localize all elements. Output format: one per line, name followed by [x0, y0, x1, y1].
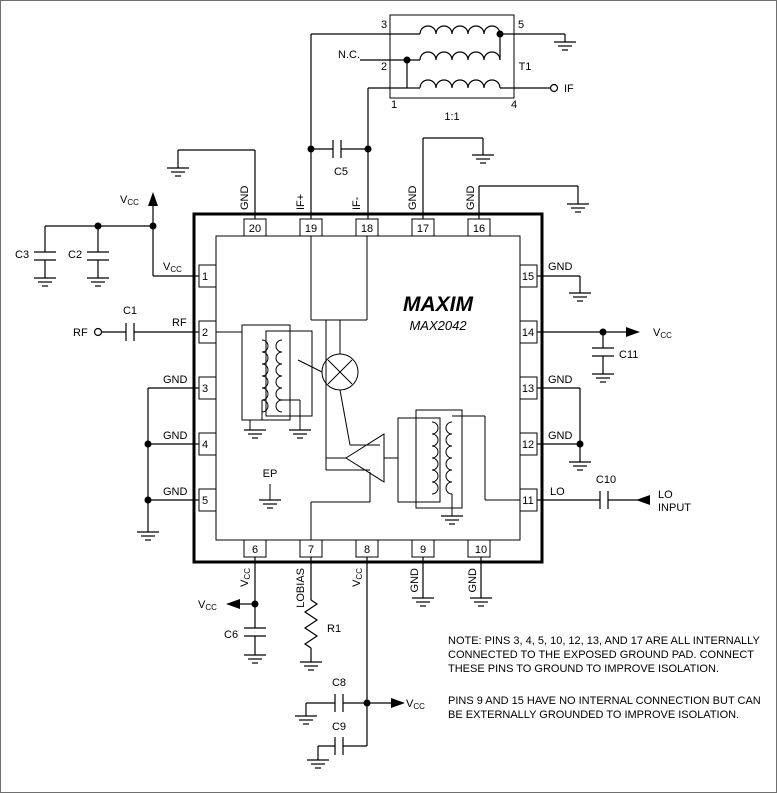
pin-5-label: GND [163, 486, 188, 498]
pin-11-number: 11 [522, 495, 533, 507]
t1-pin2: 2 [381, 61, 387, 73]
rf-input-label: RF [73, 327, 88, 339]
pin-3-number: 3 [202, 383, 208, 395]
pin-12-label: GND [548, 430, 573, 442]
pin-7-number: 7 [308, 544, 314, 556]
c8-label: C8 [332, 677, 346, 689]
pin-15-label: GND [548, 261, 573, 273]
pin-19-number: 19 [305, 223, 317, 235]
t1-pin3: 3 [381, 19, 387, 31]
pin-1-number: 1 [202, 271, 208, 283]
t1-ratio: 1:1 [444, 111, 459, 123]
c11-label: C11 [619, 349, 638, 361]
pin-1-label: VCC [163, 261, 182, 274]
pin-6-label: VCC [239, 568, 252, 587]
ic-package [192, 212, 544, 564]
pin-16-label: GND [465, 186, 477, 211]
lo-input-label-2: INPUT [658, 502, 691, 514]
pin-17-number: 17 [417, 223, 429, 235]
c1-label: C1 [123, 305, 137, 317]
pin-13-number: 13 [522, 383, 534, 395]
pin-8-number: 8 [364, 544, 370, 556]
t1-pin1: 1 [391, 99, 397, 111]
right-wiring [537, 275, 650, 509]
ep-label: EP [263, 468, 278, 480]
vcc-right: VCC [653, 327, 672, 340]
pin-12-number: 12 [522, 439, 534, 451]
pin-9-label: GND [409, 568, 421, 593]
ic-die [215, 235, 521, 541]
pin-18-label: IF- [351, 196, 363, 210]
pin-13-label: GND [548, 374, 573, 386]
part-number: MAX2042 [409, 318, 467, 333]
lo-input-label-1: LO [658, 489, 673, 501]
r1-label: R1 [327, 623, 341, 635]
left-vcc-wiring [33, 192, 199, 287]
pin-6-number: 6 [252, 544, 258, 556]
if-wiring [307, 34, 372, 219]
vcc-bottom-right: VCC [406, 698, 425, 711]
pin-15-number: 15 [522, 271, 534, 283]
t1-pin4: 4 [511, 99, 517, 111]
c6-label: C6 [224, 629, 238, 641]
pin-20-label: GND [239, 186, 251, 211]
top-pin-wiring [166, 137, 590, 219]
if-output-label: IF [564, 83, 574, 95]
pin-2-label: RF [172, 317, 187, 329]
pin-11-label: LO [550, 486, 565, 498]
transformer-t1 [311, 14, 577, 99]
c2-label: C2 [68, 249, 82, 261]
pin-5-number: 5 [202, 495, 208, 507]
pin-10-number: 10 [475, 544, 487, 556]
c9-label: C9 [332, 721, 346, 733]
pin-20-number: 20 [249, 223, 261, 235]
c3-label: C3 [15, 249, 29, 261]
maxim-logo: MAXIM [403, 293, 474, 316]
pin-7-label: LOBIAS [295, 568, 307, 608]
pin-4-label: GND [163, 430, 188, 442]
pin-17-label: GND [407, 186, 419, 211]
c10-label: C10 [596, 474, 616, 486]
pin-2-number: 2 [202, 327, 208, 339]
vcc-bottom-left: VCC [198, 599, 217, 612]
pin-10-label: GND [467, 568, 479, 593]
pin-3-label: GND [163, 374, 188, 386]
c5-label: C5 [334, 166, 348, 178]
bottom-wiring [226, 557, 493, 769]
vcc-top-left: VCC [120, 194, 139, 207]
pin-14-number: 14 [522, 327, 534, 339]
rf-input-wiring [93, 323, 199, 341]
pin-18-number: 18 [361, 223, 373, 235]
left-gnd-wiring [136, 387, 199, 541]
t1-nc: N.C. [338, 49, 360, 61]
note-1: NOTE: PINS 3, 4, 5, 10, 12, 13, AND 17 A… [448, 635, 760, 675]
note-2: PINS 9 AND 15 HAVE NO INTERNAL CONNECTIO… [448, 695, 761, 721]
pin-19-label: IF+ [295, 194, 307, 210]
pin-8-label: VCC [351, 568, 364, 587]
t1-pin5: 5 [518, 19, 524, 31]
pin-16-number: 16 [473, 223, 485, 235]
t1-name: T1 [519, 61, 532, 73]
internal-circuit [216, 236, 520, 540]
pin-4-number: 4 [202, 439, 208, 451]
pin-9-number: 9 [420, 544, 426, 556]
pin-numbers: 20 19 18 17 16 6 7 8 9 10 1 2 3 4 5 15 1… [202, 223, 534, 556]
